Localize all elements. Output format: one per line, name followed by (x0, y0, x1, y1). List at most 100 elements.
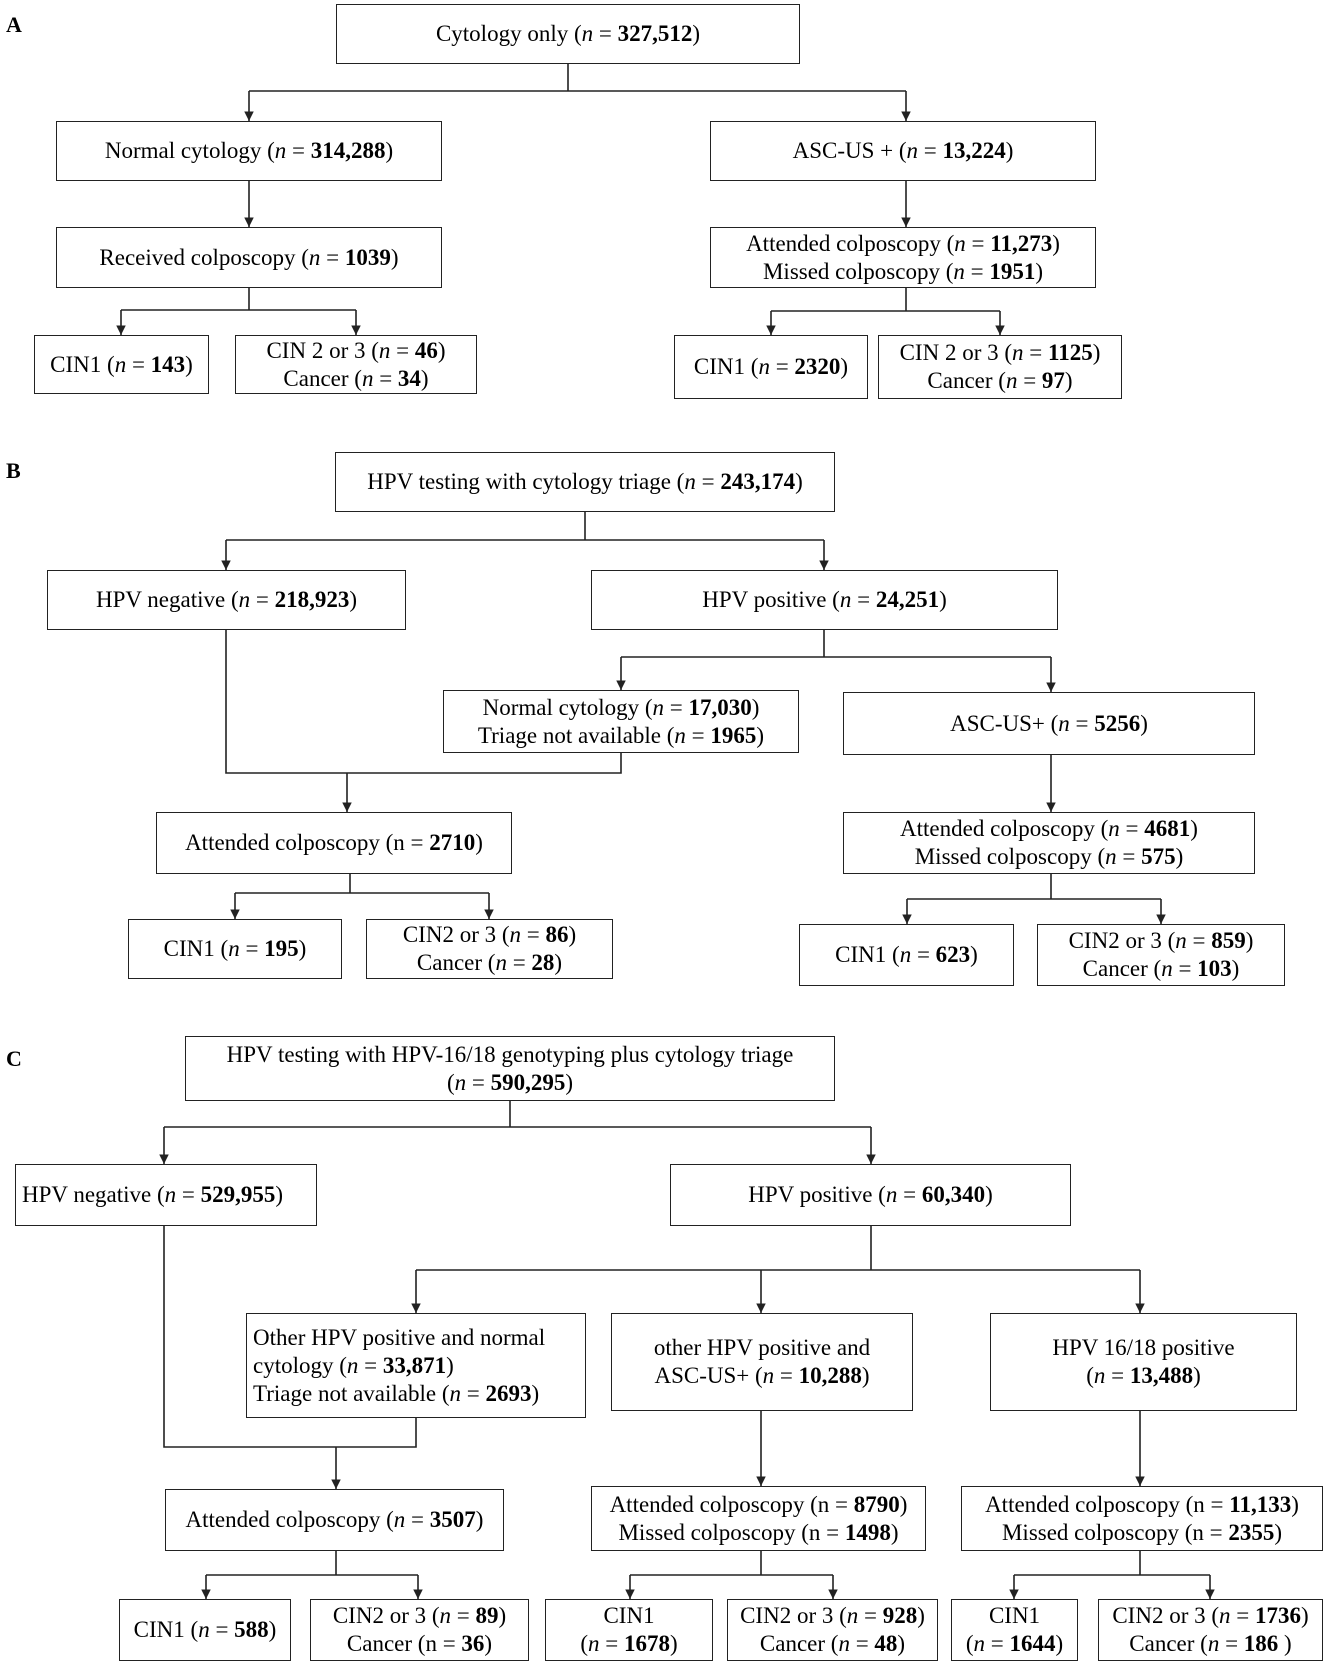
box-line: HPV negative (n = 218,923) (96, 586, 357, 614)
box-line: Attended colposcopy (n = 2710) (185, 829, 483, 857)
label-text: HPV negative ( (22, 1182, 165, 1207)
count-value: 327,512 (617, 21, 693, 46)
box-received-colposcopy: Received colposcopy (n = 1039) (56, 227, 442, 288)
box-line: ASC-US+ (n = 10,288) (654, 1362, 869, 1390)
label-text: ) (1005, 138, 1014, 163)
count-value: 859 (1211, 928, 1246, 953)
n-symbol: n (1105, 844, 1117, 869)
n-symbol: n (378, 337, 391, 363)
label-text: Missed colposcopy ( (762, 258, 954, 284)
label-text: ) (939, 587, 947, 612)
label-text: = (985, 1631, 1010, 1656)
label-text: ) (1291, 1491, 1299, 1517)
count-value: 529,955 (200, 1182, 276, 1207)
count-value: 2355 (1228, 1519, 1275, 1545)
label-text: CIN1 ( (835, 942, 900, 967)
count-value: 5256 (1094, 710, 1141, 736)
label-text: CIN1 (988, 1603, 1041, 1628)
box-ascus-b: ASC-US+ (n = 5256) (843, 692, 1255, 755)
label-text: ) (897, 1631, 906, 1656)
label-text: ) (390, 244, 399, 270)
box-cin1-left-b: CIN1 (n = 195) (128, 919, 342, 979)
label-text: Received colposcopy ( (99, 244, 309, 270)
n-symbol: n (684, 469, 696, 494)
label-text: ) (1140, 710, 1148, 736)
n-symbol: n (906, 138, 919, 163)
box-line: CIN2 or 3 (n = 859) (1069, 927, 1254, 955)
box-hpv1618-c: HPV 16/18 positive(n = 13,488) (990, 1313, 1297, 1411)
box-cin1-1-c: CIN1 (n = 588) (119, 1599, 291, 1661)
label-text: Attended colposcopy (n = (985, 1491, 1230, 1517)
box-cin1-right: CIN1 (n = 2320) (674, 335, 868, 399)
label-text: = (774, 1363, 799, 1388)
box-line: HPV positive (n = 60,340) (748, 1181, 993, 1209)
label-text: Triage not available ( (253, 1380, 450, 1406)
label-text: ) (531, 1380, 540, 1406)
label-text: ( (965, 1631, 974, 1656)
box-cytology-only: Cytology only (n = 327,512) (336, 4, 800, 64)
label-text: Cancer ( (759, 1631, 839, 1656)
label-text: ) (484, 1631, 493, 1656)
label-text: ASC-US+ ( (950, 710, 1059, 736)
count-value: 1951 (989, 258, 1036, 284)
label-text: ) (1052, 230, 1060, 256)
label-text: = (405, 1507, 430, 1532)
box-line: CIN 2 or 3 (n = 1125) (900, 339, 1101, 367)
box-line: Cancer (n = 97) (927, 367, 1072, 395)
label-text: = (320, 244, 345, 270)
box-line: Cancer (n = 36) (347, 1630, 492, 1658)
count-value: 13,224 (942, 138, 1006, 163)
box-line: other HPV positive and (654, 1334, 870, 1362)
count-value: 46 (414, 337, 438, 363)
label-text: = (599, 1631, 624, 1656)
label-text: ) (275, 1182, 284, 1207)
box-line: Attended colposcopy (n = 4681) (900, 815, 1198, 843)
n-symbol: n (1058, 710, 1070, 736)
box-line: Attended colposcopy (n = 11,273) (746, 230, 1060, 258)
label-text: = (1116, 844, 1142, 869)
count-value: 3507 (429, 1507, 476, 1532)
label-text: = (1172, 956, 1198, 981)
box-line: Cancer (n = 103) (1083, 955, 1240, 983)
label-text: Cancer (n = (346, 1631, 462, 1656)
label-text: ) (385, 138, 394, 163)
box-hpv-negative: HPV negative (n = 218,923) (47, 570, 406, 630)
box-line: Cytology only (n = 327,512) (436, 20, 700, 48)
box-line: cytology (n = 33,871) (253, 1352, 454, 1380)
label-text: = (126, 351, 151, 377)
count-value: 11,273 (990, 230, 1053, 256)
count-value: 8790 (853, 1491, 900, 1517)
label-text: Cancer ( (1129, 1631, 1208, 1656)
label-text: ( (446, 1069, 455, 1095)
label-text: HPV testing with cytology triage ( (367, 469, 685, 494)
count-value: 1125 (1048, 340, 1093, 365)
label-text: CIN2 or 3 ( (740, 1603, 847, 1628)
label-text: = (209, 1617, 235, 1642)
count-value: 36 (461, 1631, 485, 1656)
count-value: 1644 (1009, 1631, 1056, 1656)
box-line: CIN1 (n = 623) (835, 941, 978, 969)
label-text: ) (1190, 816, 1198, 841)
label-text: CIN2 or 3 ( (402, 922, 510, 947)
label-text: = (1105, 1363, 1130, 1388)
box-cin23-right: CIN 2 or 3 (n = 1125)Cancer (n = 97) (878, 335, 1122, 399)
label-text: ) (1092, 340, 1101, 365)
label-text: Missed colposcopy ( (914, 844, 1106, 869)
n-symbol: n (1012, 340, 1024, 365)
n-symbol: n (838, 1631, 850, 1656)
count-value: 33,871 (382, 1352, 447, 1378)
box-attended-1-c: Attended colposcopy (n = 3507) (165, 1489, 504, 1551)
label-text: = (286, 138, 311, 163)
label-text: ) (1274, 1519, 1282, 1545)
label-text: HPV negative ( (95, 587, 239, 612)
box-line: CIN1 (n = 195) (164, 935, 307, 963)
label-text: = (466, 1069, 491, 1095)
label-text: ) (446, 1352, 454, 1378)
label-text: = (1069, 710, 1095, 736)
box-cin23-1-c: CIN2 or 3 (n = 89)Cancer (n = 36) (310, 1599, 529, 1661)
label-text: CIN2 or 3 ( (1068, 928, 1176, 953)
box-line: Cancer (n = 28) (417, 949, 562, 977)
box-line: Cancer (n = 48) (760, 1630, 905, 1658)
box-line: (n = 1678) (580, 1630, 677, 1658)
label-text: Attended colposcopy ( (746, 230, 955, 256)
